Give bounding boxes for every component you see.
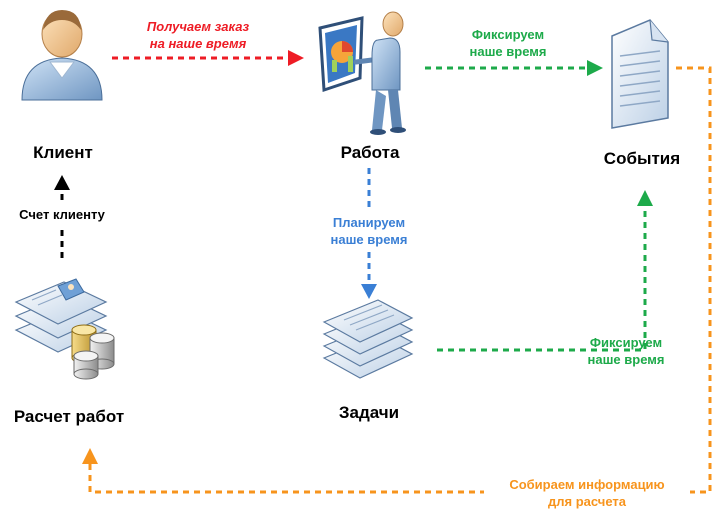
person-icon xyxy=(21,10,103,101)
edge-plan xyxy=(361,168,377,299)
edge-label-fix-tasks-line1: Фиксируем xyxy=(589,335,663,350)
edge-label-fix-tasks: Фиксируем наше время xyxy=(566,334,686,368)
edge-fix-tasks xyxy=(437,190,653,352)
edge-label-order: Получаем заказ на наше время xyxy=(128,18,268,52)
node-label-work: Работа xyxy=(340,143,400,162)
edge-invoice xyxy=(54,175,70,258)
node-label-calc: Расчет работ xyxy=(13,407,125,426)
node-label-events: События xyxy=(603,149,681,168)
edge-collect xyxy=(82,66,712,494)
edge-label-fix-top: Фиксируем наше время xyxy=(448,26,568,60)
edge-label-plan-line2: наше время xyxy=(330,232,408,247)
document-icon xyxy=(611,19,669,129)
edge-label-plan-line1: Планируем xyxy=(332,215,406,230)
edge-label-fix-tasks-line2: наше время xyxy=(587,352,665,367)
node-label-tasks: Задачи xyxy=(338,403,400,422)
edge-label-collect: Собираем информацию для расчета xyxy=(484,476,690,510)
edge-label-fix-top-line1: Фиксируем xyxy=(471,27,545,42)
edge-label-collect-line2: для расчета xyxy=(548,494,626,509)
edge-fix-top xyxy=(425,60,603,76)
edge-label-invoice-line1: Счет клиенту xyxy=(19,207,105,222)
edge-label-fix-top-line2: наше время xyxy=(469,44,547,59)
presenter-icon xyxy=(318,11,406,135)
node-label-client: Клиент xyxy=(33,143,93,162)
edge-label-order-line1: Получаем заказ xyxy=(146,19,250,34)
edge-label-invoice: Счет клиенту xyxy=(2,206,122,223)
edge-label-plan: Планируем наше время xyxy=(308,214,430,248)
edge-label-collect-line1: Собираем информацию xyxy=(509,477,665,492)
edge-order xyxy=(112,50,304,66)
edge-label-order-line2: на наше время xyxy=(149,36,247,51)
document-stack-icon xyxy=(322,299,414,379)
documents-coins-icon xyxy=(14,278,115,380)
